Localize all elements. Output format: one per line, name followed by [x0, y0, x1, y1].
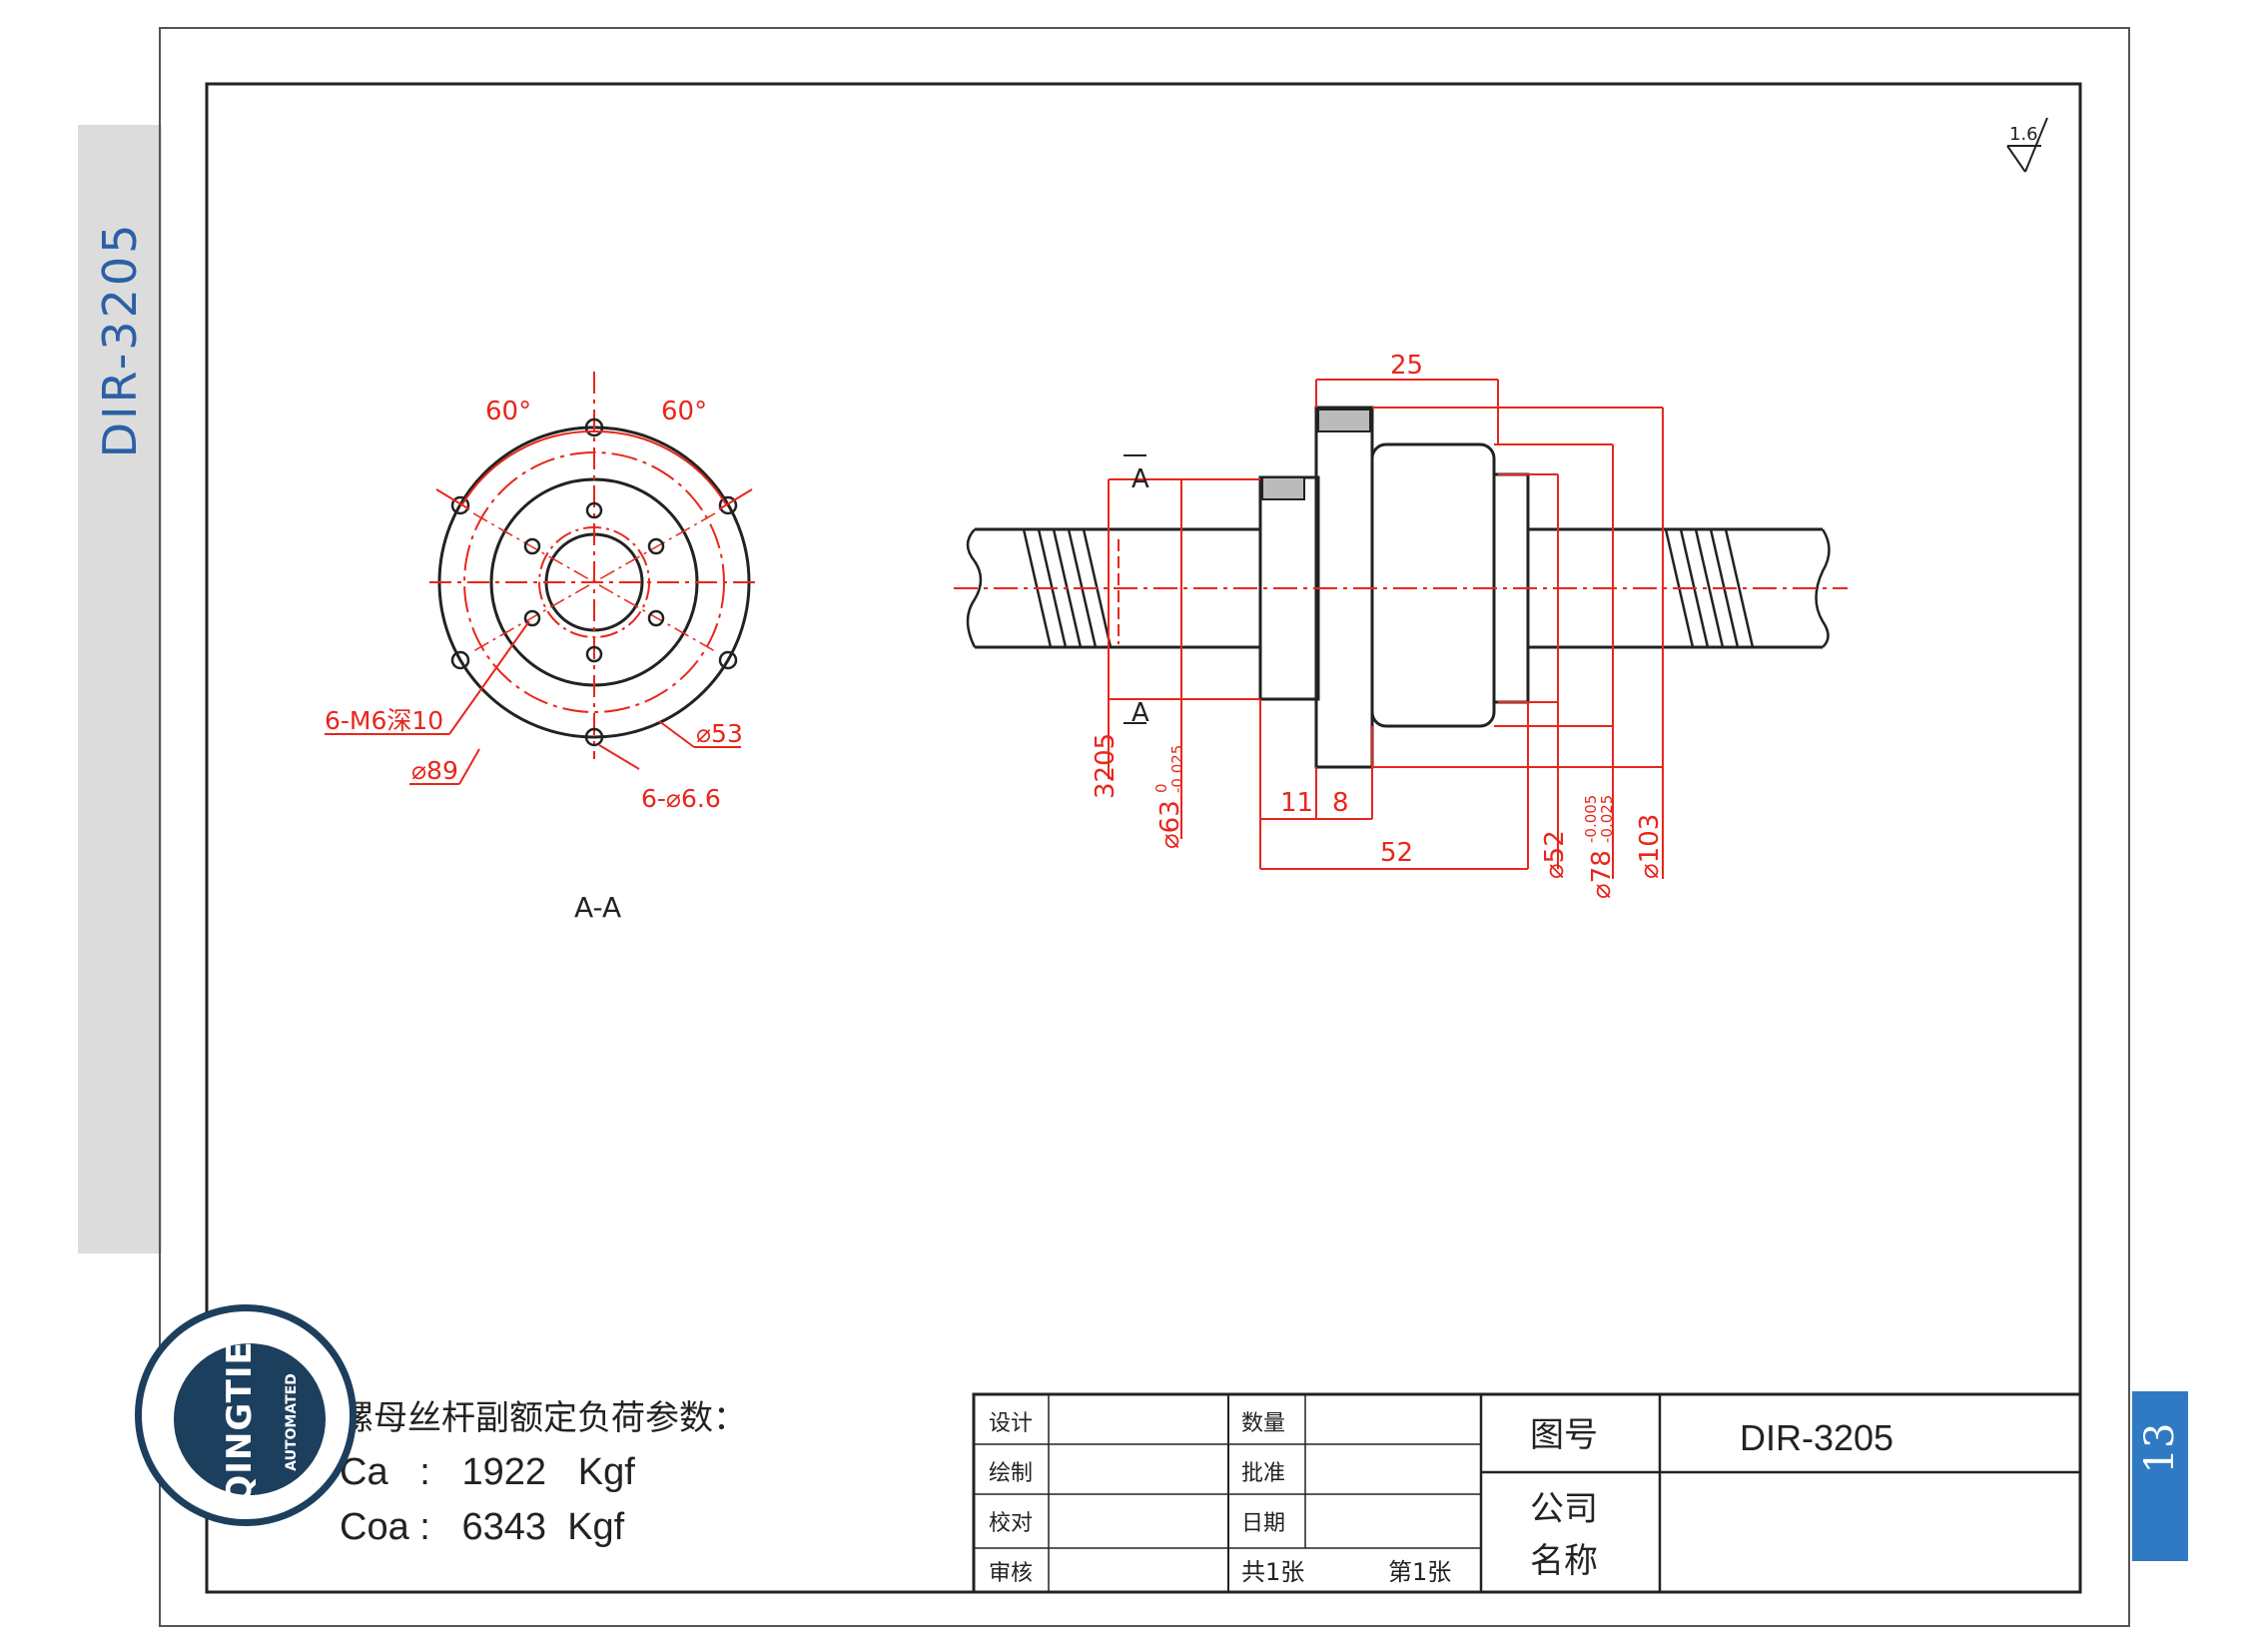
pcd-outer-label: ⌀89 [411, 756, 458, 785]
len-b-dim: 8 [1332, 788, 1349, 818]
company-logo: QINGTIE AUTOMATED [135, 1304, 357, 1526]
title-block [972, 1392, 2082, 1594]
coa-sep: : [419, 1506, 430, 1548]
side-tab [78, 125, 162, 1253]
section-view [325, 372, 761, 785]
angle-right: 60° [661, 397, 707, 426]
body-dia-dim: ⌀63 [1155, 800, 1185, 849]
dia-78-tol-lower: -0.025 [1598, 795, 1616, 843]
tb-quantity: 数量 [1241, 1411, 1285, 1436]
section-marker-bottom: A [1131, 698, 1149, 728]
coa-label: Coa [340, 1506, 409, 1548]
tb-company-label-2: 名称 [1530, 1541, 1598, 1581]
ca-sep: : [419, 1451, 430, 1493]
dia-78-tol-upper: -0.005 [1582, 795, 1600, 843]
logo-badge [170, 1339, 330, 1499]
ca-unit: Kgf [577, 1451, 635, 1493]
model-dim: 3205 [1091, 733, 1121, 799]
coa-row: Coa : 6343 Kgf [340, 1506, 747, 1549]
dia-103-dim: ⌀103 [1635, 814, 1665, 879]
ca-value: 1922 [461, 1451, 547, 1493]
angle-left: 60° [485, 397, 531, 426]
pcd-inner-label: ⌀53 [696, 719, 743, 748]
page-number-tab [2132, 1391, 2188, 1561]
body-dia-tol-lower: -0.025 [1168, 745, 1186, 793]
logo-brand-text: QINGTIE [220, 1340, 260, 1504]
tb-approve: 批准 [1241, 1461, 1285, 1486]
len-a-dim: 11 [1280, 788, 1313, 818]
section-marker-top: A [1131, 464, 1149, 494]
coa-unit: Kgf [567, 1506, 625, 1548]
tb-date: 日期 [1241, 1511, 1285, 1536]
tb-drawing-no: DIR-3205 [1740, 1417, 1893, 1458]
tb-total-sheets: 共1张 [1241, 1558, 1304, 1586]
through-holes-label: 6-⌀6.6 [641, 784, 721, 813]
coa-value: 6343 [461, 1506, 547, 1548]
section-view-label: A-A [574, 891, 621, 924]
tb-draw: 绘制 [989, 1461, 1033, 1486]
body-dia-tol-upper: 0 [1152, 783, 1170, 793]
outer-frame [159, 27, 2130, 1627]
dia-52-dim: ⌀52 [1540, 830, 1570, 879]
flange-width-dim: 25 [1390, 351, 1423, 381]
tb-review: 审核 [989, 1561, 1033, 1586]
tb-check: 校对 [989, 1511, 1033, 1536]
load-parameters-title: 螺母丝杆副额定负荷参数： [340, 1398, 747, 1438]
total-length-dim: 52 [1380, 838, 1413, 868]
dia-78-dim: ⌀78 [1587, 850, 1617, 899]
roughness-symbol: 1.6 [2006, 117, 2048, 173]
tapped-holes-label: 6-M6深10 [325, 706, 443, 735]
inner-frame [205, 82, 2082, 1594]
load-parameters: 螺母丝杆副额定负荷参数： Ca : 1922 Kgf Coa : 6343 Kg… [340, 1390, 747, 1549]
ca-row: Ca : 1922 Kgf [340, 1451, 747, 1494]
logo-sub-text: AUTOMATED [284, 1373, 300, 1471]
tb-company-label-1: 公司 [1530, 1489, 1598, 1529]
roughness-value: 1.6 [2009, 124, 2038, 145]
tb-drawing-no-label: 图号 [1530, 1415, 1598, 1455]
tb-design: 设计 [989, 1411, 1033, 1436]
tb-sheet-no: 第1张 [1388, 1558, 1451, 1586]
side-view [954, 379, 1848, 879]
